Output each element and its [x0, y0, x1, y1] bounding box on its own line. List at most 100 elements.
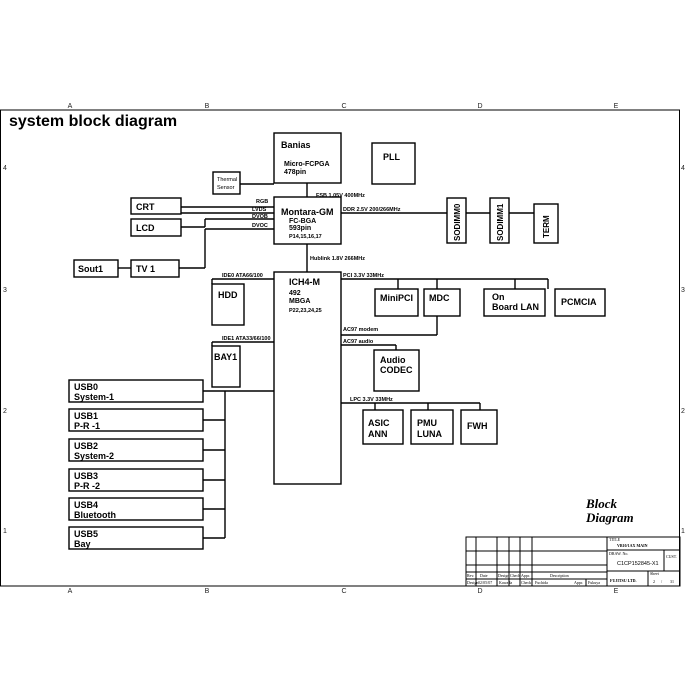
tb-of: /	[661, 579, 663, 584]
sodimm0-label: SODIMM0	[453, 203, 462, 241]
block-crt: CRT	[130, 197, 182, 215]
tb-cust-label: CUST.	[666, 554, 677, 559]
tb-head-check: Check	[510, 573, 520, 578]
grid-col-top-c: C	[341, 103, 346, 110]
block-tv1: TV 1	[130, 259, 180, 278]
block-montara-gm: Montara-GM FC-BGA 593pin P14,15,16,17	[273, 196, 342, 245]
tb-approver: Fukuya	[588, 580, 600, 585]
block-fwh: FWH	[460, 409, 498, 445]
diagram-title: system block diagram	[9, 113, 177, 130]
tb-check-label: Check	[521, 580, 531, 585]
ich4m-pages: P22,23,24,25	[289, 308, 322, 314]
dvob-label: DVOB	[252, 214, 268, 220]
asic-line2: ANN	[368, 429, 388, 439]
banias-package: Micro-FCPGA	[284, 161, 330, 168]
block-pmu: PMU LUNA	[410, 409, 454, 445]
thermal-line2: Sensor	[217, 185, 235, 191]
block-sodimm1: SODIMM1	[489, 197, 510, 244]
block-asic: ASIC ANN	[362, 409, 404, 445]
tb-head-rev: Rev.	[467, 573, 474, 578]
pcmcia-label: PCMCIA	[561, 297, 597, 307]
tb-sheets: 31	[670, 579, 674, 584]
usb5-line1: USB5	[74, 529, 98, 539]
montara-title: Montara-GM	[281, 207, 334, 217]
sout1-label: Sout1	[78, 264, 103, 274]
montara-package: FC-BGA	[289, 218, 316, 225]
lpc-label: LPC 3.3V 33MHz	[350, 397, 393, 403]
grid-row-right-2: 2	[681, 408, 685, 415]
term-label: TERM	[542, 215, 551, 238]
lvds-label: LVDS	[252, 207, 267, 213]
ac97-modem-label: AC97 modem	[343, 327, 378, 333]
block-pll: PLL	[371, 142, 416, 185]
block-lcd: LCD	[130, 218, 182, 237]
grid-col-bottom-d: D	[477, 588, 482, 595]
rgb-label: RGB	[256, 199, 268, 205]
block-minipci: MiniPCI	[374, 288, 419, 317]
ide0-label: IDE0 ATA66/100	[222, 273, 263, 279]
onboard-lan-line1: On	[492, 292, 505, 302]
tv1-label: TV 1	[136, 264, 155, 274]
block-sodimm0: SODIMM0	[446, 197, 467, 244]
block-ich4-m: ICH4-M 492 MBGA P22,23,24,25	[273, 271, 342, 485]
usb-blocks: USB0 System-1 USB1 P-R -1 USB2 System-2 …	[68, 379, 204, 550]
tb-drawing-no: C1CP152845-X1	[617, 561, 659, 567]
block-banias: Banias Micro-FCPGA 478pin	[273, 132, 342, 184]
block-usb2: USB2 System-2	[68, 438, 204, 462]
tb-design-date: 02/05/07	[478, 580, 492, 585]
tb-head-description: Description	[550, 573, 569, 578]
tb-design-label: Design	[467, 580, 478, 585]
tb-title-label: TITLE	[609, 537, 621, 542]
grid-column-labels: A B C D E A B C D E	[68, 103, 619, 595]
block-pcmcia: PCMCIA	[554, 288, 606, 317]
usb3-line1: USB3	[74, 471, 98, 481]
asic-line1: ASIC	[368, 418, 390, 428]
hublink-label: Hublink 1.8V 266MHz	[310, 256, 365, 262]
usb5-line2: Bay	[74, 539, 91, 549]
pll-label: PLL	[383, 152, 401, 162]
ich4m-title: ICH4-M	[289, 277, 320, 287]
mdc-label: MDC	[429, 293, 450, 303]
block-bay1: BAY1	[211, 345, 241, 388]
tb-head-date: Date	[480, 573, 488, 578]
usb1-line1: USB1	[74, 411, 98, 421]
usb3-line2: P-R -2	[74, 481, 100, 491]
usb0-line1: USB0	[74, 382, 98, 392]
ide1-label: IDE1 ATA33/66/100	[222, 336, 271, 342]
block-usb4: USB4 Bluetooth	[68, 497, 204, 521]
tb-designer: Kawada	[499, 580, 512, 585]
block-hdd: HDD	[211, 283, 245, 326]
legend-line2: Diagram	[585, 510, 634, 525]
block-usb0: USB0 System-1	[68, 379, 204, 403]
usb0-line2: System-1	[74, 392, 114, 402]
grid-row-right-4: 4	[681, 165, 685, 172]
audio-codec-line1: Audio	[380, 355, 406, 365]
usb2-line1: USB2	[74, 441, 98, 451]
hdd-label: HDD	[218, 290, 238, 300]
grid-row-left-1: 1	[3, 528, 7, 535]
grid-col-bottom-c: C	[341, 588, 346, 595]
block-audio-codec: Audio CODEC	[373, 349, 420, 392]
block-thermal-sensor: Thermal Sensor	[212, 171, 241, 195]
block-onboard-lan: On Board LAN	[483, 288, 546, 317]
block-usb3: USB3 P-R -2	[68, 468, 204, 492]
tb-head-appr: Appr.	[521, 573, 530, 578]
lcd-label: LCD	[136, 223, 155, 233]
grid-col-top-d: D	[477, 103, 482, 110]
tb-head-design: Design	[498, 573, 509, 578]
grid-row-left-2: 2	[3, 408, 7, 415]
thermal-line1: Thermal	[217, 177, 237, 183]
grid-col-bottom-e: E	[614, 588, 619, 595]
grid-col-top-e: E	[614, 103, 619, 110]
ac97-audio-label: AC97 audio	[343, 339, 374, 345]
usb4-line2: Bluetooth	[74, 510, 116, 520]
tb-drawing-no-label: DRAW. No.	[609, 551, 628, 556]
block-diagram-legend: Block Diagram	[585, 496, 634, 525]
block-usb1: USB1 P-R -1	[68, 408, 204, 432]
grid-row-labels: 4 3 2 1 4 3 2 1	[3, 165, 685, 535]
tb-appr-label: Appr.	[574, 580, 583, 585]
bus-labels: FSB 1.05V 400MHz DDR 2.5V 200/266MHz RGB…	[222, 193, 401, 403]
usb4-line1: USB4	[74, 500, 98, 510]
crt-label: CRT	[136, 202, 155, 212]
